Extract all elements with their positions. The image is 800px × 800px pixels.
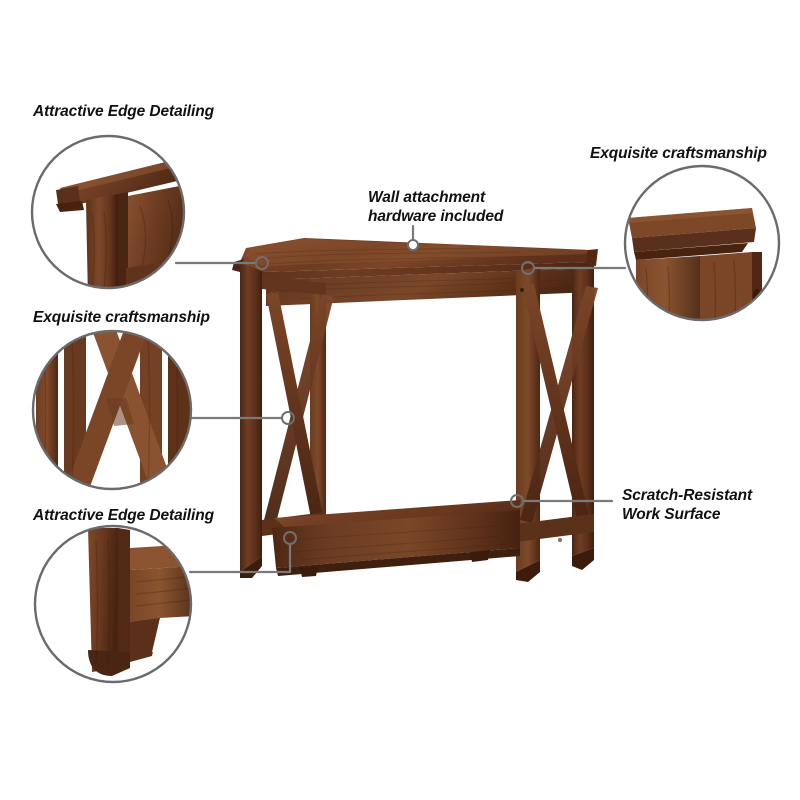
leader-lines bbox=[174, 224, 627, 574]
detail-circle-craftsmanship-left bbox=[31, 329, 193, 491]
table-lower-shelf bbox=[272, 500, 520, 577]
leader-edge-detailing-top bbox=[174, 256, 269, 270]
leader-scratch-resistant bbox=[510, 494, 614, 508]
detail-circle-edge-detailing-bottom bbox=[33, 524, 193, 684]
leader-wall-attachment bbox=[407, 224, 419, 251]
leader-craftsmanship-right bbox=[521, 261, 627, 275]
leader-edge-detailing-bottom bbox=[188, 531, 297, 574]
main-product-table bbox=[232, 238, 598, 582]
table-top bbox=[232, 238, 598, 280]
detail-circle-edge-detailing-top bbox=[30, 134, 186, 290]
callout-label-wall-attachment: Wall attachment hardware included bbox=[368, 189, 504, 225]
leader-craftsmanship-left bbox=[188, 411, 295, 425]
callout-label-craftsmanship-right: Exquisite craftsmanship bbox=[590, 145, 767, 162]
callout-label-scratch-resistant: Scratch-Resistant Work Surface bbox=[622, 487, 753, 523]
table-right-side-panel bbox=[516, 266, 598, 582]
callout-label-edge-detailing-top: Attractive Edge Detailing bbox=[33, 103, 214, 120]
callout-label-craftsmanship-left: Exquisite craftsmanship bbox=[33, 309, 210, 326]
callout-label-edge-detailing-bottom: Attractive Edge Detailing bbox=[33, 507, 214, 524]
detail-circle-craftsmanship-right bbox=[623, 164, 781, 322]
